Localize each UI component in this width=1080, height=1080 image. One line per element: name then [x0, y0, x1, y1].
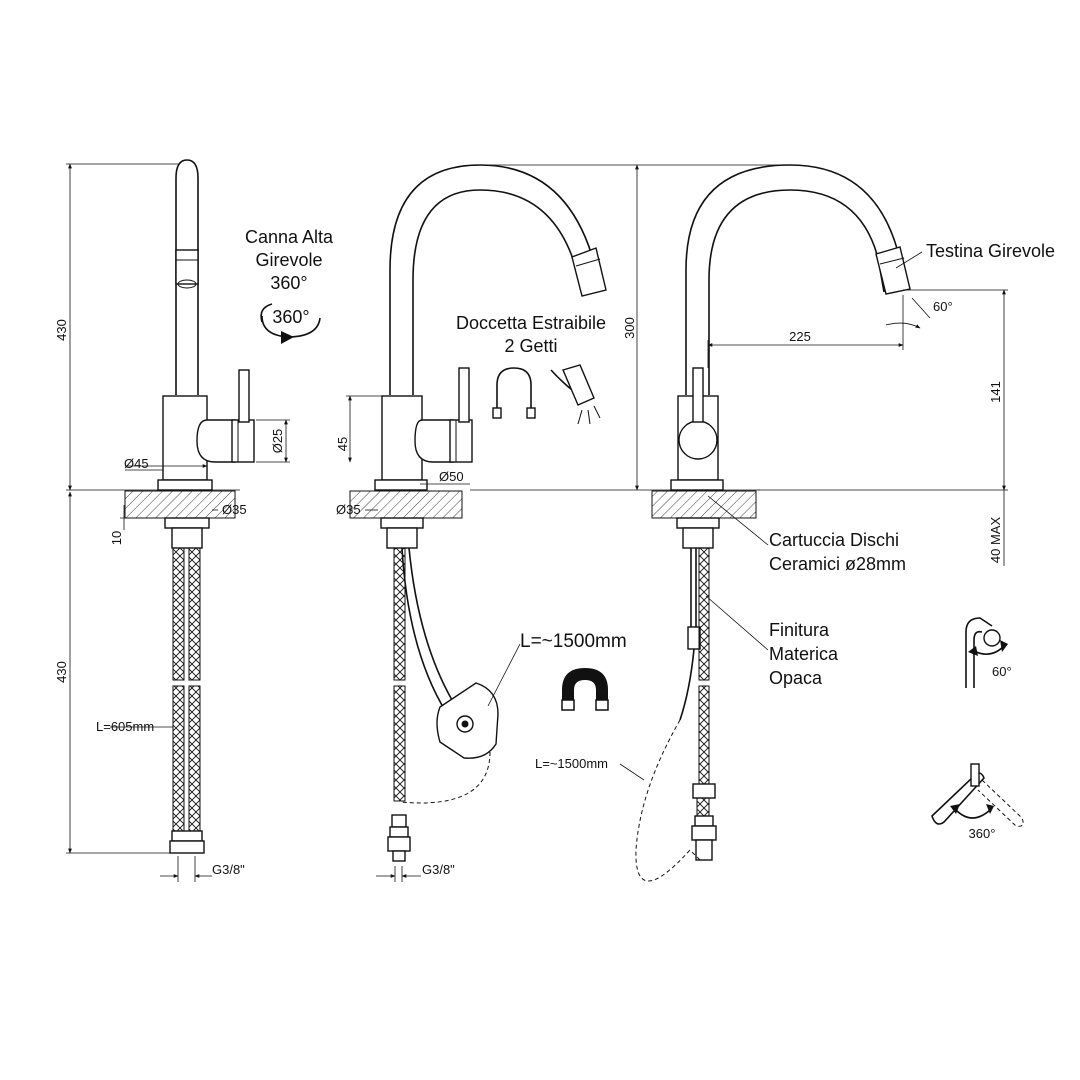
spout-tube: [175, 159, 199, 395]
rotate-arrow-icon: 360°: [260, 303, 321, 344]
lever-tilt-icon: 60°: [965, 617, 1012, 688]
canna-alta-line3: 360°: [270, 273, 307, 293]
view-side: 430 430 Ø: [54, 159, 290, 882]
spray-head-rear: [875, 246, 911, 295]
spray-head: [571, 247, 607, 297]
testina-text: Testina Girevole: [926, 241, 1055, 261]
countertop-rear: [651, 490, 757, 519]
dim-g38-a: G3/8": [212, 862, 245, 877]
dim-430-top-label: 430: [54, 319, 69, 341]
spout-arc: [389, 164, 605, 395]
dim-d35-a: Ø35: [222, 502, 247, 517]
flex-length-label: L=605mm: [96, 719, 154, 734]
countertop: [124, 490, 236, 519]
dim-225: 225: [789, 329, 811, 344]
dim-d45: Ø45: [124, 456, 149, 471]
finitura-line2: Materica: [769, 644, 839, 664]
finitura-line3: Opaca: [769, 668, 823, 688]
finitura-line1: Finitura: [769, 620, 830, 640]
canna-alta-label: Canna Alta Girevole 360° 360°: [245, 227, 334, 344]
view-front: 45 Ø50 Ø35 G3/8": [335, 164, 607, 882]
doccetta-line1: Doccetta Estraibile: [456, 313, 606, 333]
dim-300: 300: [470, 164, 780, 491]
view-rear: 225 60° 141 40 MAX: [619, 164, 1008, 882]
doccetta-label: Doccetta Estraibile 2 Getti: [456, 313, 606, 425]
finitura-label: Finitura Materica Opaca: [769, 620, 839, 688]
dim-430-bottom: 430: [54, 491, 170, 854]
hose-length-big: L=~1500mm: [520, 631, 627, 652]
rotate-360-label: 360°: [272, 307, 309, 327]
dim-45: 45: [335, 437, 350, 451]
deg-60-a: 60°: [933, 299, 953, 314]
dim-d35-b: Ø35: [336, 502, 361, 517]
countertop-front: [349, 490, 463, 519]
magnet-icon: [561, 668, 609, 711]
dim-430-bottom-label: 430: [54, 661, 69, 683]
canna-alta-line1: Canna Alta: [245, 227, 334, 247]
spout-arc-rear: [685, 164, 907, 395]
deg-60-b: 60°: [992, 664, 1012, 679]
testina-label: Testina Girevole: [926, 241, 1055, 261]
dim-10: 10: [109, 531, 124, 545]
doccetta-line2: 2 Getti: [504, 336, 557, 356]
cartuccia-line2: Ceramici ø28mm: [769, 554, 906, 574]
dim-g38-b: G3/8": [422, 862, 455, 877]
dim-d25: Ø25: [270, 429, 285, 454]
spout-tip: [175, 249, 199, 285]
dim-430-top: 430: [54, 163, 180, 491]
hose-length-small: L=~1500mm: [535, 756, 608, 771]
dim-300-label: 300: [622, 317, 637, 339]
deg-360: 360°: [969, 826, 996, 841]
lever-handle-front: [458, 367, 470, 423]
lever-handle: [238, 369, 250, 423]
cartridge-housing: [231, 419, 255, 463]
hand-shower-icon: [550, 364, 601, 425]
cartuccia-line1: Cartuccia Dischi: [769, 530, 899, 550]
lever-rotate-icon: 360°: [931, 763, 1024, 841]
dim-141: 141: [988, 381, 1003, 403]
cartuccia-label: Cartuccia Dischi Ceramici ø28mm: [769, 530, 906, 574]
hose-length-callout: L=~1500mm: [487, 631, 627, 711]
dim-40max: 40 MAX: [988, 517, 1003, 564]
canna-alta-line2: Girevole: [255, 250, 322, 270]
flex-hose-icon: [492, 367, 536, 419]
dim-d50: Ø50: [439, 469, 464, 484]
